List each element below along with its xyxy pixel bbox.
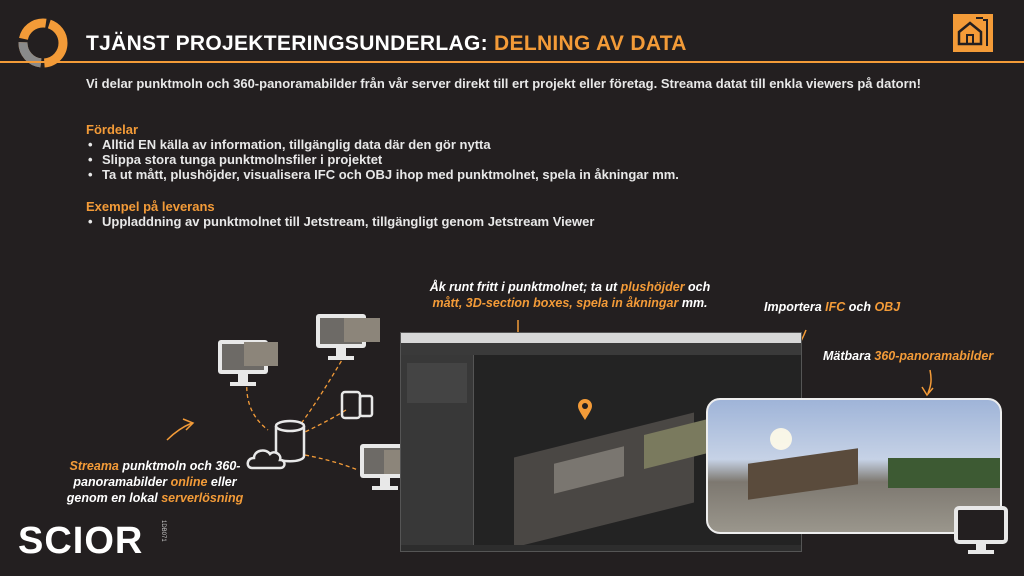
caption-text: och <box>684 280 711 294</box>
monitor-icon <box>360 444 420 490</box>
caption-text: eller <box>207 475 237 489</box>
list-item: Slippa stora tunga punktmolnsfiler i pro… <box>86 152 926 167</box>
brand-logo-sub: 1DB071 <box>160 520 166 542</box>
list-item: Ta ut mått, plushöjder, visualisera IFC … <box>86 167 926 182</box>
caption-text: genom en lokal <box>66 491 162 505</box>
tablet-icon <box>340 390 374 420</box>
examples-section: Exempel på leverans Uppladdning av punkt… <box>86 199 926 229</box>
caption-text: mått, 3D-section boxes, spela in åkninga… <box>432 296 679 310</box>
advantages-section: Fördelar Alltid EN källa av information,… <box>86 122 926 182</box>
caption-text: 360-panoramabilder <box>874 349 994 363</box>
pano-trees <box>888 458 1000 488</box>
brand-logo: SCIOR <box>18 520 144 562</box>
monitor-icon <box>316 314 380 360</box>
advantages-heading: Fördelar <box>86 122 139 137</box>
monitor-icon <box>218 340 278 386</box>
caption-stream: Streama punktmoln och 360- panoramabilde… <box>40 458 270 506</box>
caption-text: plushöjder <box>620 280 685 294</box>
monitor-icon <box>954 506 1008 554</box>
title-accent: DELNING AV DATA <box>494 32 687 55</box>
title-main: TJÄNST PROJEKTERINGSUNDERLAG: <box>86 32 488 55</box>
caption-text: mm. <box>678 296 708 310</box>
caption-text: Åk runt fritt i punktmolnet; ta ut <box>429 280 621 294</box>
panorama-image <box>706 398 1002 534</box>
advantages-list: Alltid EN källa av information, tillgäng… <box>86 137 926 182</box>
pano-building <box>748 448 858 500</box>
title-rule <box>0 61 1024 63</box>
database-cloud-icon <box>246 419 306 470</box>
caption-text: och <box>845 300 875 314</box>
list-item: Uppladdning av punktmolnet till Jetstrea… <box>86 214 926 229</box>
intro-text: Vi delar punktmoln och 360-panoramabilde… <box>86 76 921 91</box>
window-toolbar <box>401 343 801 355</box>
caption-text: Importera <box>764 300 826 314</box>
window-sidebar <box>401 355 474 545</box>
examples-heading: Exempel på leverans <box>86 199 215 214</box>
caption-pano: Mätbara 360-panoramabilder <box>823 348 993 364</box>
logo-ring-icon <box>18 18 68 68</box>
caption-text: online <box>170 475 208 489</box>
pano-sun <box>770 428 792 450</box>
caption-text: Mätbara <box>823 349 875 363</box>
caption-text: serverlösning <box>161 491 244 505</box>
list-item: Alltid EN källa av information, tillgäng… <box>86 137 926 152</box>
map-pin-icon <box>578 399 592 420</box>
caption-text: IFC <box>825 300 846 314</box>
page-title: TJÄNST PROJEKTERINGSUNDERLAG: DELNING AV… <box>86 32 687 56</box>
caption-text: Streama <box>69 459 119 473</box>
caption-text: punktmoln och 360- <box>118 459 241 473</box>
caption-ifc: Importera IFC och OBJ <box>764 299 900 315</box>
caption-pointcloud: Åk runt fritt i punktmolnet; ta ut plush… <box>410 279 730 311</box>
examples-list: Uppladdning av punktmolnet till Jetstrea… <box>86 214 926 229</box>
caption-text: OBJ <box>874 300 901 314</box>
window-titlebar <box>401 333 801 343</box>
layer-list <box>407 363 467 403</box>
caption-text: panoramabilder <box>73 475 171 489</box>
building-plan-icon <box>953 14 993 52</box>
